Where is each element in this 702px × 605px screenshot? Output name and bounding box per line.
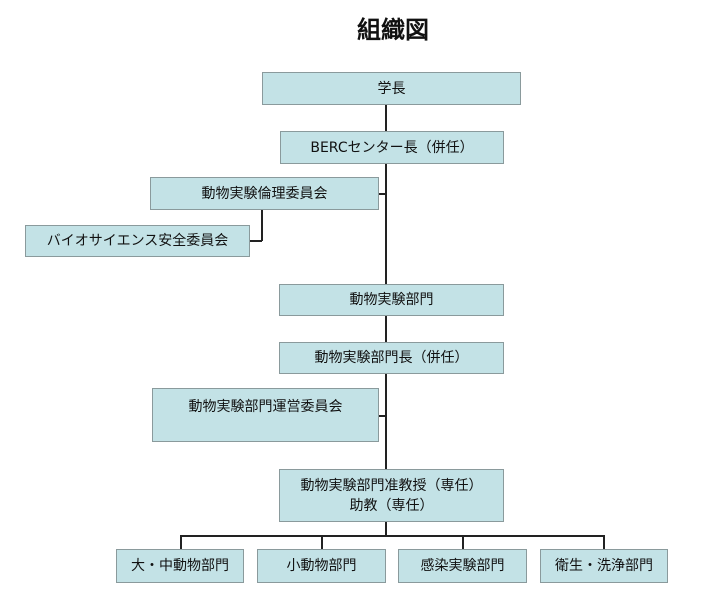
section-drop-line bbox=[321, 535, 323, 549]
section-drop-line bbox=[180, 535, 182, 549]
node-bioscience-committee: バイオサイエンス安全委員会 bbox=[25, 225, 250, 257]
bioscience-connector-h bbox=[249, 240, 262, 242]
node-faculty: 動物実験部門准教授（専任） 助教（専任） bbox=[279, 469, 504, 522]
sections-bus-line bbox=[180, 535, 604, 537]
assistant-professor-label: 助教（専任） bbox=[349, 497, 434, 514]
node-president: 学長 bbox=[262, 72, 521, 105]
node-division-head: 動物実験部門長（併任） bbox=[279, 342, 504, 374]
chart-title: 組織図 bbox=[357, 16, 429, 44]
node-center-director: BERCセンター長（併任） bbox=[280, 131, 504, 164]
section-drop-line bbox=[462, 535, 464, 549]
section-drop-line bbox=[603, 535, 605, 549]
node-animal-division: 動物実験部門 bbox=[279, 284, 504, 316]
section-hygiene-washing: 衛生・洗浄部門 bbox=[540, 549, 668, 583]
bioscience-connector-v bbox=[261, 209, 263, 241]
faculty-down-line bbox=[385, 521, 387, 536]
section-infection-experiments: 感染実験部門 bbox=[398, 549, 527, 583]
node-ethics-committee: 動物実験倫理委員会 bbox=[150, 177, 379, 210]
associate-professor-label: 動物実験部門准教授（専任） bbox=[300, 477, 483, 494]
node-steering-committee: 動物実験部門運営委員会 bbox=[152, 388, 379, 442]
steering-connector bbox=[378, 415, 386, 417]
section-small-animals: 小動物部門 bbox=[257, 549, 386, 583]
section-large-medium-animals: 大・中動物部門 bbox=[116, 549, 244, 583]
ethics-connector bbox=[378, 193, 386, 195]
